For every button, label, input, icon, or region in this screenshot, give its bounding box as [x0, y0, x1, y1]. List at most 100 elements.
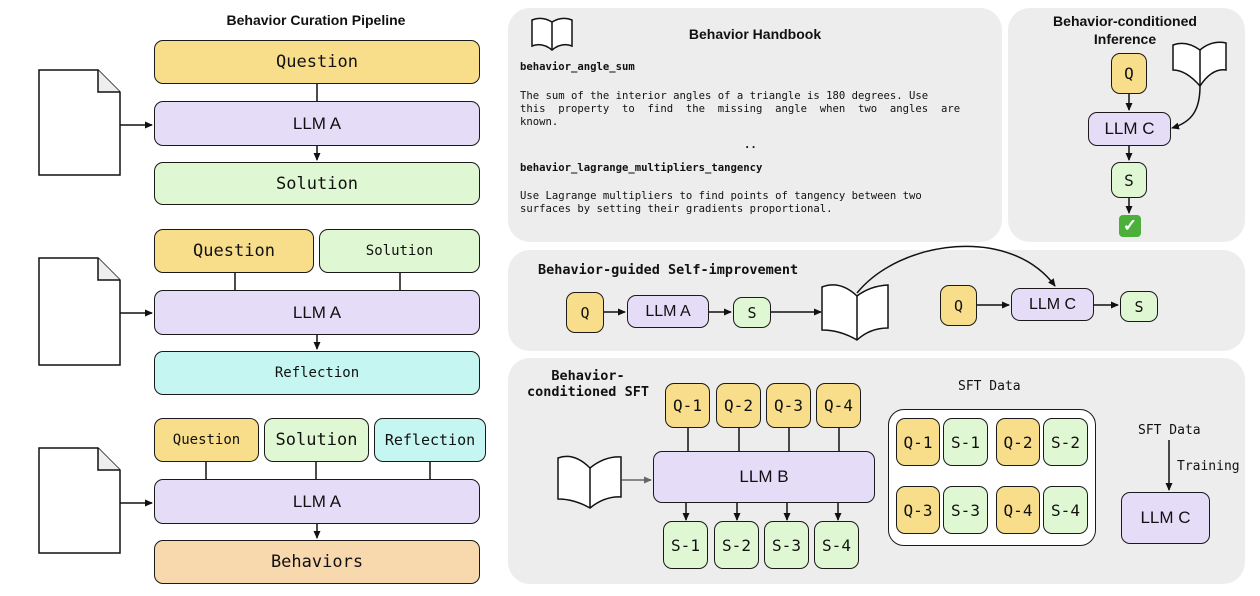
handbook-entry-2-line: surfaces by setting their gradients prop…: [520, 203, 833, 215]
sft-question-box-label: Q-4: [824, 396, 853, 415]
stage3-behaviors-label: Behaviors: [270, 552, 364, 572]
stage1-question-label: Question: [276, 52, 358, 72]
stage2-llm-label: LLM A: [292, 302, 342, 322]
si-right-llm-box: LLM C: [1011, 288, 1094, 321]
solution-prompt-line1: Solution: [51, 106, 107, 123]
sft-data-solution-box-label: S-3: [951, 500, 980, 520]
training-label: Training: [1177, 459, 1240, 474]
behavior-prompt-line2: Prompt: [54, 504, 104, 521]
sft-llm-b-label: LLM B: [739, 467, 789, 486]
sft-solution-box: S-4: [814, 521, 859, 569]
sft-data-solution-box-label: S-4: [1051, 500, 1080, 520]
sft-title-line2: conditioned SFT: [527, 384, 649, 400]
handbook-entry-1-line: this property to find the missing angle …: [520, 103, 961, 115]
inference-title-line2: Inference: [1093, 31, 1157, 47]
inference-s-box: S: [1111, 162, 1147, 198]
sft-data-question-box: Q-4: [996, 486, 1040, 534]
stage3-question-label: Question: [172, 432, 241, 448]
inference-llm-box: LLM C: [1088, 112, 1171, 146]
sft-question-box-label: Q-3: [774, 396, 803, 415]
si-right-s-box: S: [1120, 291, 1158, 322]
train-target-llm-label: LLM C: [1140, 508, 1191, 527]
stage3-llm-label: LLM A: [292, 491, 342, 511]
stage3-llm-box: LLM A: [154, 479, 480, 524]
handbook-entry-2-name: behavior_lagrange_multipliers_tangency: [520, 162, 763, 174]
stage1-question-box: Question: [154, 40, 480, 84]
sft-data-solution-box: S-3: [943, 486, 988, 534]
handbook-entry-2-text: Use Lagrange multipliers to find points …: [520, 190, 990, 216]
si-left-llm-box: LLM A: [627, 295, 709, 328]
stage2-question-label: Question: [193, 241, 275, 261]
sft-data-solution-box-label: S-2: [1051, 432, 1080, 452]
stage3-behaviors-box: Behaviors: [154, 540, 480, 584]
sft-solution-box: S-1: [663, 521, 708, 569]
inference-title-line1: Behavior-conditioned: [1053, 13, 1197, 29]
stage3-solution-box: Solution: [264, 418, 369, 462]
si-right-q-box: Q: [940, 285, 977, 326]
stage2-llm-box: LLM A: [154, 290, 480, 335]
self-improvement-title: Behavior-guided Self-improvement: [538, 262, 799, 278]
sft-solution-box-label: S-4: [822, 535, 851, 555]
stage2-solution-box: Solution: [319, 229, 480, 273]
curation-title: Behavior Curation Pipeline: [226, 12, 406, 28]
stage1-solution-label: Solution: [276, 173, 358, 194]
si-left-s-box: S: [733, 297, 771, 328]
check-icon: ✓: [1119, 215, 1141, 237]
sft-data-question-box: Q-1: [896, 418, 940, 466]
train-source-label: SFT Data: [1138, 423, 1201, 438]
sft-data-question-box-label: Q-4: [1003, 500, 1033, 520]
reflection-prompt-line2: Prompt: [55, 314, 105, 331]
stage3-reflection-box: Reflection: [374, 418, 486, 462]
sft-question-box-label: Q-1: [673, 396, 702, 415]
si-right-llm-label: LLM C: [1028, 295, 1077, 313]
behavior-prompt-line1: Behavior: [49, 485, 109, 502]
si-right-s-label: S: [1134, 297, 1144, 316]
si-left-q-box: Q: [566, 292, 604, 333]
sft-question-box-label: Q-2: [724, 396, 753, 415]
stage2-reflection-box: Reflection: [154, 351, 480, 395]
sft-title-line1: Behavior-: [551, 368, 625, 384]
si-left-llm-label: LLM A: [645, 302, 691, 320]
inference-s-label: S: [1124, 170, 1134, 190]
sft-data-solution-box: S-4: [1043, 486, 1088, 534]
sft-data-title: SFT Data: [958, 379, 1021, 394]
handbook-entry-2-line: Use Lagrange multipliers to find points …: [520, 190, 922, 202]
handbook-entry-1-line: known.: [520, 116, 559, 128]
sft-solution-box: S-2: [714, 521, 759, 569]
sft-data-question-box: Q-3: [896, 486, 940, 534]
inference-q-box: Q: [1111, 53, 1147, 94]
sft-solution-box: S-3: [764, 521, 809, 569]
sft-solution-box-label: S-3: [772, 535, 801, 555]
sft-data-solution-box: S-2: [1043, 418, 1088, 466]
stage3-question-box: Question: [154, 418, 259, 462]
inference-llm-label: LLM C: [1104, 119, 1155, 138]
sft-data-solution-box-label: S-1: [951, 432, 980, 452]
sft-solution-box-label: S-2: [722, 535, 751, 555]
sft-title: Behavior- conditioned SFT: [523, 368, 653, 400]
train-target-llm-box: LLM C: [1121, 492, 1210, 544]
sft-question-box: Q-4: [816, 383, 861, 428]
sft-panel: [508, 358, 1245, 584]
inference-q-label: Q: [1124, 64, 1134, 83]
si-right-q-label: Q: [953, 296, 964, 315]
stage2-reflection-label: Reflection: [274, 365, 360, 381]
sft-question-box: Q-3: [766, 383, 811, 428]
sft-llm-b-box: LLM B: [653, 451, 875, 503]
solution-prompt-line2: Prompt: [54, 125, 104, 142]
handbook-entry-1-name: behavior_angle_sum: [520, 61, 635, 73]
handbook-title: Behavior Handbook: [688, 26, 822, 42]
stage3-solution-label: Solution: [275, 430, 358, 450]
stage1-llm-label: LLM A: [292, 113, 342, 133]
handbook-panel: [508, 8, 1002, 242]
stage1-llm-box: LLM A: [154, 101, 480, 146]
sft-data-question-box-label: Q-2: [1003, 432, 1033, 452]
sft-question-box: Q-2: [716, 383, 761, 428]
inference-title: Behavior-conditioned Inference: [1030, 12, 1220, 48]
stage2-solution-label: Solution: [365, 243, 434, 259]
stage3-reflection-label: Reflection: [384, 431, 476, 449]
sft-data-solution-box: S-1: [943, 418, 988, 466]
stage2-question-box: Question: [154, 229, 314, 273]
